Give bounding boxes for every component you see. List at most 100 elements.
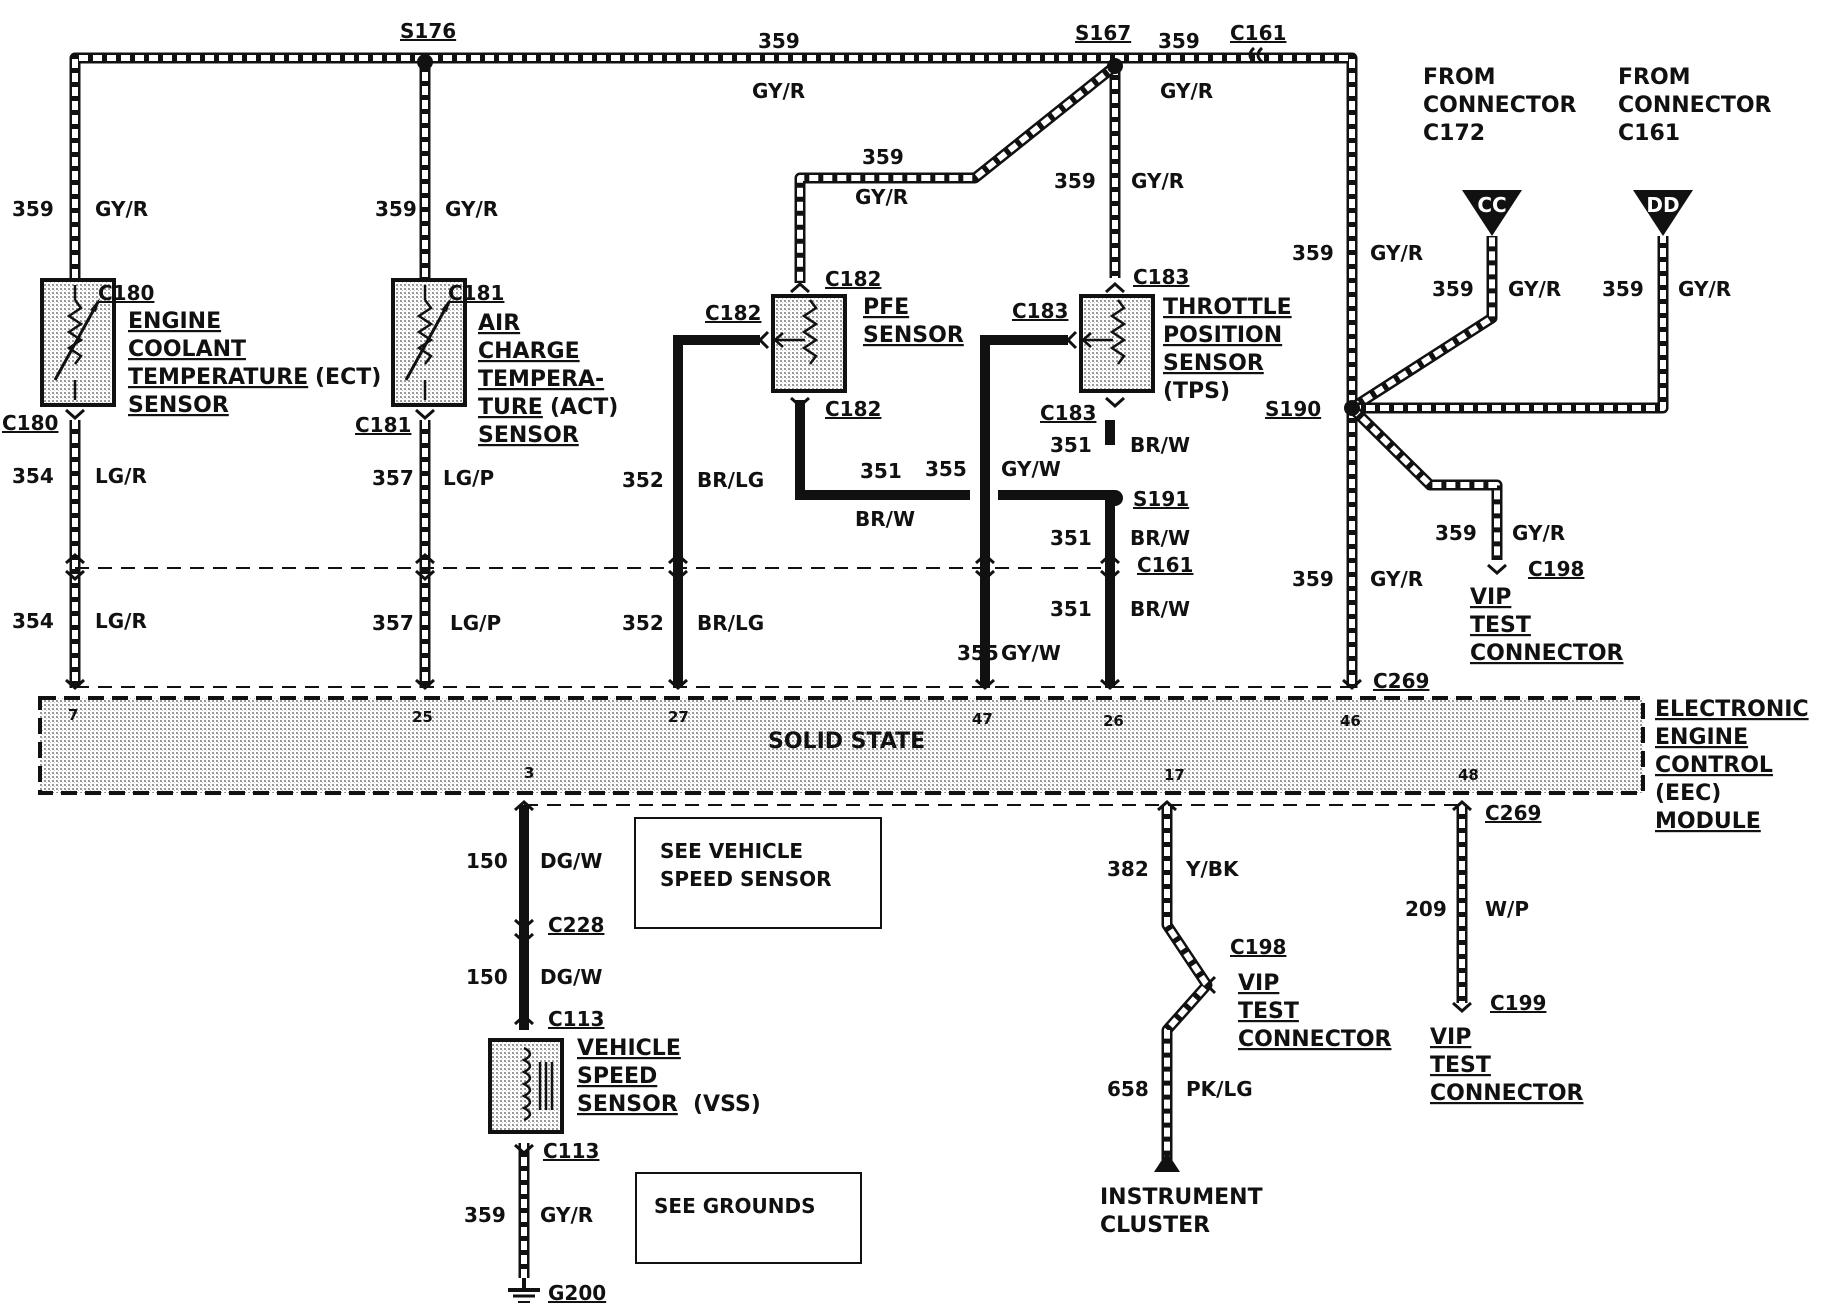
- connector-c199-label: C199: [1490, 991, 1546, 1015]
- wire-label: 351: [1050, 526, 1092, 550]
- vss-label-line: SPEED: [577, 1064, 657, 1089]
- eec-pin: 27: [668, 708, 689, 726]
- wire-color-label: BR/W: [1130, 433, 1190, 457]
- connector-chevrons: [65, 46, 1507, 1156]
- wire-color-label: Y/BK: [1185, 857, 1240, 881]
- act-label-line: TEMPERA-: [478, 367, 604, 392]
- connector-c228-label: C228: [548, 913, 604, 937]
- cluster-label-line: INSTRUMENT: [1100, 1185, 1263, 1210]
- act-sensor: [391, 278, 467, 407]
- eec-pin: 26: [1103, 712, 1124, 730]
- ect-sensor: [40, 278, 116, 407]
- eec-name-line: MODULE: [1655, 809, 1761, 834]
- ect-label-line: (ECT): [315, 365, 381, 390]
- wire-label: 359: [758, 29, 800, 53]
- see-grounds-note: SEE GROUNDS: [654, 1194, 816, 1218]
- wire-label: 359: [12, 197, 54, 221]
- wire-label: 352: [622, 611, 664, 635]
- from-c172-line: CONNECTOR: [1423, 93, 1577, 118]
- from-c172-code: CC: [1477, 193, 1506, 217]
- act-label-line: AIR: [478, 311, 520, 336]
- wire-color-label: GY/R: [1508, 277, 1561, 301]
- wire-label: 354: [12, 609, 54, 633]
- vip-label-line: TEST: [1430, 1053, 1491, 1078]
- wire-color-label: LG/P: [443, 466, 494, 490]
- act-label-line: SENSOR: [478, 423, 579, 448]
- from-c161-code: DD: [1646, 193, 1679, 217]
- ect-label-line: ENGINE: [128, 309, 221, 334]
- wire-label: 355: [925, 457, 967, 481]
- tps-label-line: SENSOR: [1163, 351, 1264, 376]
- connector-c180-label: C180: [2, 411, 58, 435]
- wire-label: 359: [1432, 277, 1474, 301]
- eec-pin: 25: [412, 708, 433, 726]
- ect-label-line: COOLANT: [128, 337, 246, 362]
- from-c161-line: FROM: [1618, 65, 1691, 90]
- tps-sensor: [1079, 294, 1155, 393]
- wire-color-label: GY/W: [1001, 641, 1061, 665]
- from-c161-triangle: [1633, 190, 1693, 236]
- wire-color-label: BR/LG: [697, 611, 764, 635]
- connector-c183-label: C183: [1133, 265, 1189, 289]
- see-vss-note-line: SPEED SENSOR: [660, 867, 832, 891]
- connector-c183-label: C183: [1012, 299, 1068, 323]
- wire-harness-striped: [69, 52, 1669, 1278]
- eec-pin: 46: [1340, 712, 1361, 730]
- wire-label: 351: [1050, 433, 1092, 457]
- eec-pin: 17: [1164, 766, 1185, 784]
- eec-pin: 48: [1458, 766, 1479, 784]
- wire-label: 359: [375, 197, 417, 221]
- connector-c113-label: C113: [548, 1007, 604, 1031]
- wire-label: 354: [12, 464, 54, 488]
- eec-pin: 7: [68, 706, 78, 724]
- wire-label: 357: [372, 611, 414, 635]
- connector-c181-label: C181: [448, 281, 504, 305]
- connector-c180-label: C180: [98, 281, 154, 305]
- from-c172-triangle: [1462, 190, 1522, 236]
- wire-label: 658: [1107, 1077, 1149, 1101]
- connector-c161-label: C161: [1230, 21, 1286, 45]
- wire-label: 150: [466, 849, 508, 873]
- wire-color-label: PK/LG: [1186, 1077, 1253, 1101]
- wire-color-label: GY/R: [1512, 521, 1565, 545]
- wire-label: 359: [1054, 169, 1096, 193]
- wire-color-label: BR/W: [1130, 526, 1190, 550]
- splice-s176-dot: [417, 54, 433, 70]
- wire-color-label: DG/W: [540, 965, 602, 989]
- connector-c269-label: C269: [1485, 801, 1541, 825]
- wire-color-label: GY/R: [95, 197, 148, 221]
- wire-color-label: GY/R: [1370, 567, 1423, 591]
- wire-color-label: GY/R: [540, 1203, 593, 1227]
- wire-label: 352: [622, 468, 664, 492]
- splice-s191-label: S191: [1133, 487, 1189, 511]
- connector-c182-label: C182: [705, 301, 761, 325]
- act-label-line: CHARGE: [478, 339, 580, 364]
- wire-label: 359: [1435, 521, 1477, 545]
- ground-label: G200: [548, 1281, 606, 1305]
- pfe-label-line: PFE: [863, 295, 909, 320]
- vss-label-line: VEHICLE: [577, 1036, 681, 1061]
- wire-label: 359: [1158, 29, 1200, 53]
- splice-s167-label: S167: [1075, 21, 1131, 45]
- splice-s190-label: S190: [1265, 397, 1321, 421]
- vss-label-line: SENSOR: [577, 1092, 678, 1117]
- ground-symbol: [508, 1278, 540, 1303]
- connector-c183-label: C183: [1040, 401, 1096, 425]
- pfe-sensor: [771, 294, 847, 393]
- wire-color-label: GY/R: [1370, 241, 1423, 265]
- vip-label-line: TEST: [1470, 613, 1531, 638]
- act-label-line: (ACT): [550, 395, 618, 420]
- from-c161-line: C161: [1618, 121, 1680, 146]
- wire-label: 359: [1602, 277, 1644, 301]
- vss-sensor: [488, 1038, 564, 1134]
- wire-color-label: GY/R: [1160, 79, 1213, 103]
- splice-s176-label: S176: [400, 19, 456, 43]
- wire-color-label: BR/W: [1130, 597, 1190, 621]
- pfe-label-line: SENSOR: [863, 323, 964, 348]
- wire-color-label: GY/R: [445, 197, 498, 221]
- splice-s167-dot: [1107, 58, 1123, 74]
- tps-label-line: POSITION: [1163, 323, 1282, 348]
- see-vss-note-box: [634, 817, 882, 929]
- connector-c161-label: C161: [1137, 553, 1193, 577]
